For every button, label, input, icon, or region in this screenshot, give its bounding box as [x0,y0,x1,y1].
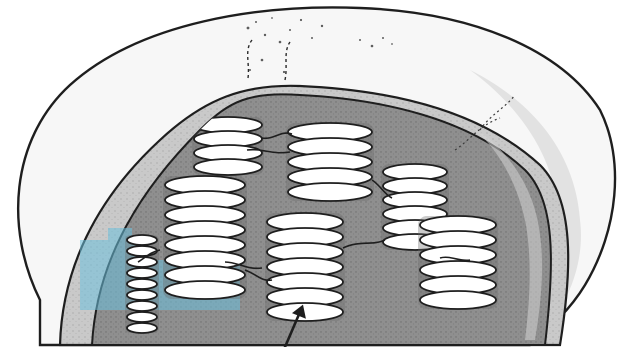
thylakoid-disc [127,268,157,278]
thylakoid-disc [127,290,157,300]
thylakoid-disc [127,246,157,256]
granum-center [265,213,345,321]
thylakoid-disc [420,291,496,309]
thylakoid-disc [288,183,372,201]
granum-top-middle [286,123,374,201]
thylakoid-disc [127,323,157,333]
thylakoid-disc [127,312,157,322]
granum-right-lower [418,216,498,309]
granum-left-small [125,235,159,333]
thylakoid-disc [127,279,157,289]
thylakoid-disc [127,235,157,245]
thylakoid-disc [194,159,262,175]
granum-left-large [163,176,247,299]
thylakoid-disc [127,301,157,311]
thylakoid-disc [165,281,245,299]
